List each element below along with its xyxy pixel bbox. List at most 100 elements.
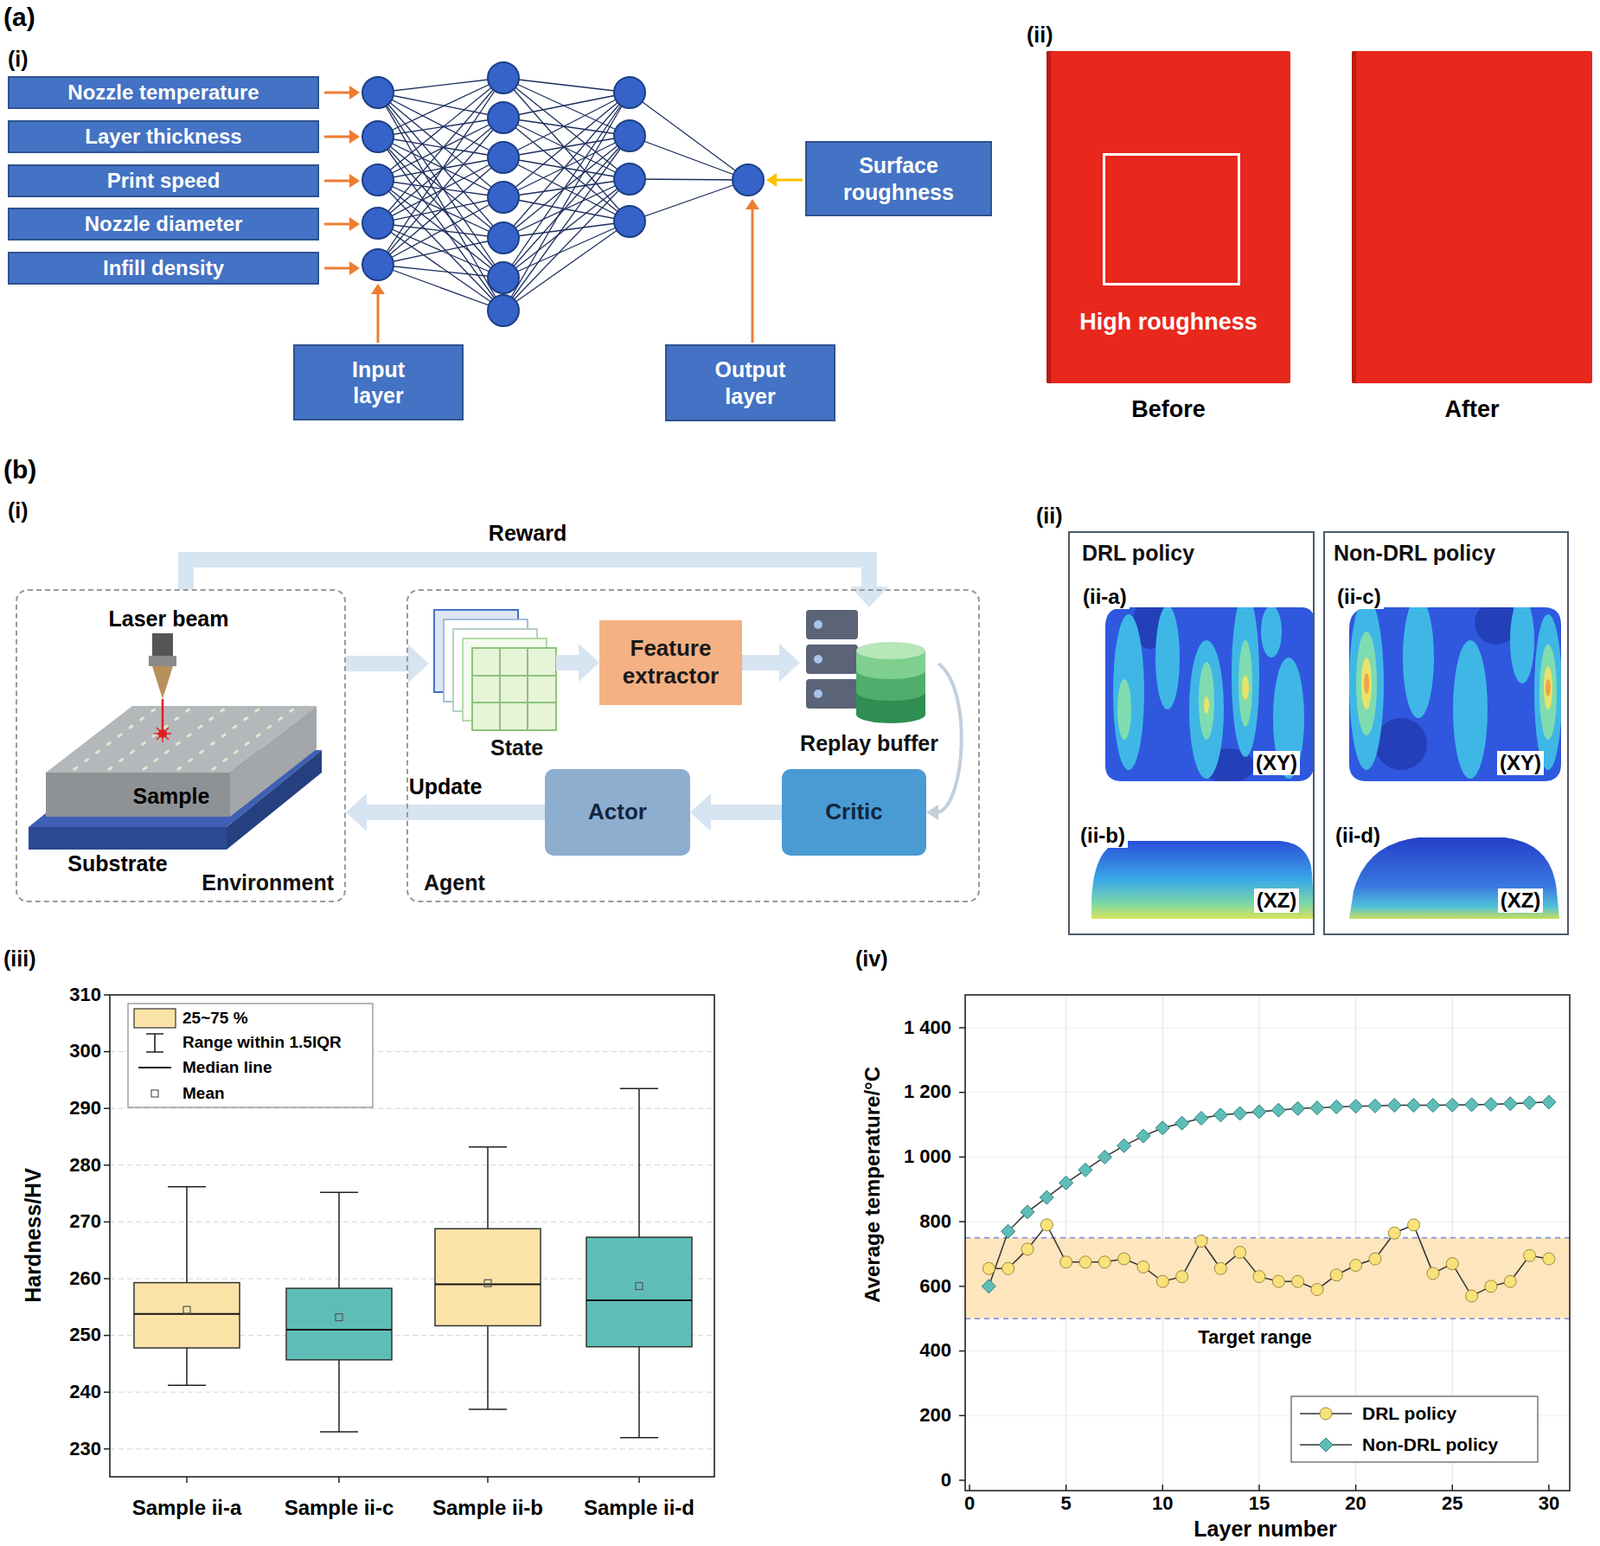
neuron bbox=[362, 207, 394, 239]
contour-yellow bbox=[1543, 665, 1553, 710]
network-link bbox=[377, 197, 504, 224]
process-box: Feature extractor bbox=[599, 620, 743, 705]
neuron bbox=[732, 164, 764, 196]
whisker-cap bbox=[320, 1191, 359, 1194]
legend-marker-symbol bbox=[1319, 1407, 1332, 1420]
panel-number: (iv) bbox=[855, 945, 889, 972]
legend-text: DRL policy bbox=[1362, 1401, 1457, 1424]
median-line bbox=[286, 1328, 392, 1331]
edge-label: Update bbox=[409, 773, 483, 800]
arrow-shaft bbox=[324, 267, 350, 270]
contour-xz-drl bbox=[1091, 840, 1315, 919]
scan-line bbox=[108, 708, 191, 770]
series-marker bbox=[1271, 1102, 1286, 1117]
series-marker bbox=[1195, 1235, 1208, 1248]
laser-head bbox=[148, 633, 177, 743]
arrow-shaft bbox=[324, 223, 350, 226]
subpanel-label: (ii-c) bbox=[1334, 584, 1384, 610]
axis-tick-label: 300 bbox=[69, 1039, 102, 1063]
whisker-cap bbox=[167, 1384, 206, 1387]
network-link bbox=[629, 179, 749, 222]
series-marker bbox=[1040, 1218, 1053, 1231]
series-marker bbox=[1194, 1111, 1209, 1126]
contour-cyan bbox=[1260, 605, 1282, 658]
panel-number: (ii) bbox=[1026, 21, 1054, 48]
layer-box: Output layer bbox=[665, 344, 836, 422]
arrow-shaft bbox=[324, 179, 350, 183]
axis-tick bbox=[959, 1091, 966, 1094]
series-marker bbox=[1330, 1268, 1343, 1281]
axis-tick-label: 1 200 bbox=[903, 1080, 952, 1103]
scan-line bbox=[211, 708, 295, 770]
input-layer-arrow bbox=[371, 283, 385, 343]
agent-group: AgentStateFeature extractorReplay buffer… bbox=[406, 588, 980, 903]
axis-tick-label: 250 bbox=[69, 1323, 102, 1346]
axis-tick bbox=[103, 1447, 110, 1450]
db-ring bbox=[856, 683, 926, 701]
network-link bbox=[629, 92, 749, 180]
series-marker bbox=[1465, 1289, 1479, 1302]
series-marker bbox=[1002, 1261, 1015, 1274]
node-text: Critic bbox=[825, 798, 883, 826]
network-link bbox=[503, 135, 630, 278]
series-marker bbox=[1427, 1267, 1440, 1280]
contour-xy-non-drl bbox=[1344, 596, 1570, 788]
db-cap bbox=[856, 641, 926, 660]
whisker-cap bbox=[620, 1087, 659, 1089]
plot-frame bbox=[109, 994, 715, 1477]
axis-tick bbox=[959, 1285, 966, 1287]
arrow-head bbox=[690, 793, 711, 832]
mean-marker bbox=[183, 1305, 191, 1313]
series-marker bbox=[1542, 1094, 1556, 1109]
panel-number: (i) bbox=[7, 45, 29, 72]
network-link bbox=[377, 264, 504, 311]
axis-tick-label: 270 bbox=[69, 1209, 102, 1233]
axis-tick bbox=[1162, 1484, 1165, 1491]
arrow-head bbox=[926, 804, 939, 820]
flow-connector bbox=[742, 643, 800, 682]
category-label: Sample ii-d bbox=[583, 1495, 695, 1521]
series-marker bbox=[1059, 1175, 1074, 1190]
legend-text: Mean bbox=[182, 1083, 225, 1104]
axis-tick bbox=[103, 1221, 110, 1223]
series-marker bbox=[1060, 1255, 1073, 1268]
neuron bbox=[362, 121, 394, 153]
series-marker bbox=[1291, 1100, 1306, 1115]
sample-block bbox=[45, 705, 317, 817]
network-link bbox=[629, 135, 749, 180]
series-marker bbox=[1350, 1259, 1363, 1272]
contour-green bbox=[1238, 640, 1253, 727]
flow-connector bbox=[690, 793, 782, 832]
node-text: Nozzle temperature bbox=[67, 79, 259, 105]
arrow-shaft bbox=[776, 179, 803, 182]
laser-tip bbox=[152, 665, 173, 699]
grid-line bbox=[965, 1156, 1570, 1158]
part-label: Sample bbox=[133, 782, 211, 809]
scan-line bbox=[177, 708, 260, 770]
network-link bbox=[503, 157, 630, 180]
neuron bbox=[487, 294, 519, 327]
view-label: (XY) bbox=[1253, 750, 1300, 776]
legend-text: Median line bbox=[182, 1057, 272, 1078]
output-layer-arrow bbox=[745, 198, 760, 343]
input-parameter-box: Nozzle temperature bbox=[7, 76, 320, 109]
panel-letter: (b) bbox=[3, 454, 37, 486]
neuron bbox=[614, 163, 646, 195]
node-text: Non-DRL policy bbox=[1333, 539, 1496, 567]
network-link bbox=[503, 77, 630, 180]
subpanel-label: (ii-b) bbox=[1077, 823, 1128, 849]
axis-tick bbox=[968, 1484, 971, 1491]
network-link bbox=[377, 77, 504, 180]
axis-tick bbox=[959, 1026, 966, 1029]
part-label: Substrate bbox=[67, 850, 167, 877]
contour-cyan bbox=[1534, 614, 1562, 770]
axis-tick bbox=[338, 1476, 340, 1483]
series-marker bbox=[1445, 1097, 1460, 1112]
legend-range-symbol bbox=[146, 1033, 164, 1052]
grid-line bbox=[965, 1221, 1570, 1223]
legend-swatch bbox=[134, 1008, 176, 1028]
neuron bbox=[614, 120, 646, 152]
series-marker bbox=[981, 1279, 996, 1293]
arrow-head bbox=[349, 129, 360, 144]
axis-tick-label: 800 bbox=[919, 1209, 952, 1233]
